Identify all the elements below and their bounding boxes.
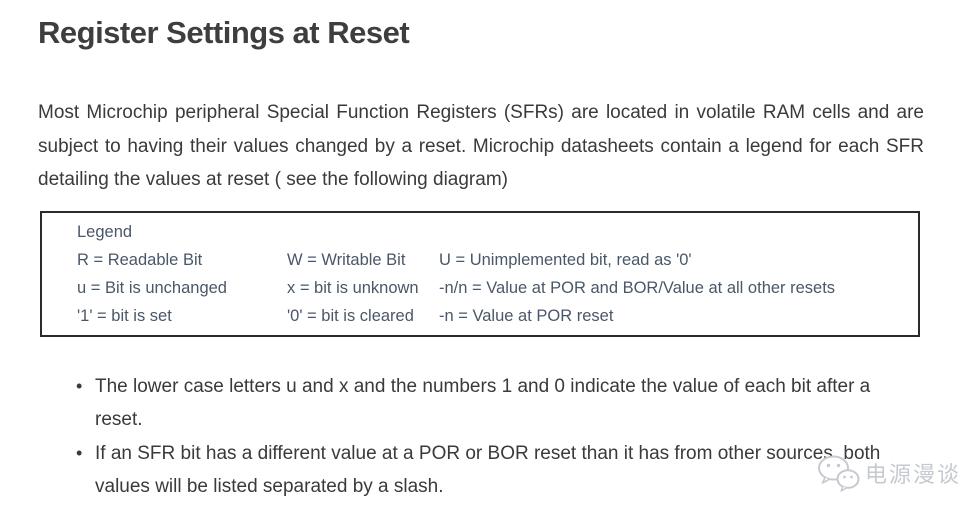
- legend-cell-readable-bit: R = Readable Bit: [77, 250, 203, 269]
- page-title: Register Settings at Reset: [38, 15, 410, 50]
- legend-cell-bit-cleared: '0' = bit is cleared: [287, 306, 414, 325]
- legend-cell-por-bor-value: -n/n = Value at POR and BOR/Value at all…: [439, 278, 836, 297]
- notes-list: The lower case letters u and x and the n…: [38, 370, 975, 504]
- list-item-reset-values: The lower case letters u and x and the n…: [76, 370, 915, 437]
- legend-cell-writable-bit: W = Writable Bit: [287, 250, 406, 269]
- intro-paragraph: Most Microchip peripheral Special Functi…: [38, 102, 924, 190]
- legend-box: Legend R = Readable Bit W = Writable Bit…: [40, 210, 920, 337]
- watermark: 电源漫谈: [816, 454, 961, 492]
- wechat-icon: [817, 455, 860, 492]
- watermark-label: 电源漫谈: [864, 462, 961, 487]
- list-item-slash-values: If an SFR bit has a different value at a…: [76, 437, 915, 504]
- legend-grid: R = Readable Bit W = Writable Bit U = Un…: [77, 250, 908, 326]
- legend-heading: Legend: [77, 222, 133, 241]
- legend-cell-bit-set: '1' = bit is set: [77, 306, 172, 325]
- legend-cell-bit-unknown: x = bit is unknown: [287, 278, 419, 297]
- legend-cell-unimplemented-bit: U = Unimplemented bit, read as '0': [439, 250, 692, 269]
- legend-cell-bit-unchanged: u = Bit is unchanged: [77, 278, 227, 297]
- legend-cell-por-reset-value: -n = Value at POR reset: [439, 306, 614, 325]
